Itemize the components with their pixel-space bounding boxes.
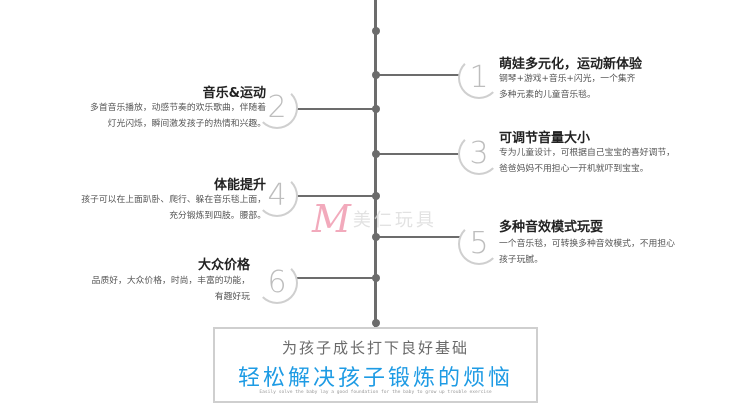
brand-watermark: M 美仁玩具: [312, 200, 437, 238]
feature-desc-4-line-1: 孩子可以在上面趴卧、爬行、躲在音乐毯上面，: [81, 195, 266, 205]
feature-number-6: 6: [256, 262, 298, 304]
feature-title-6: 大众价格: [197, 258, 250, 273]
feature-number-3: 3: [458, 133, 500, 175]
feature-title-5: 多种音效模式玩耍: [499, 220, 604, 235]
feature-number-1: 1: [458, 57, 500, 99]
timeline-dot: [371, 105, 380, 113]
timeline-dot: [371, 27, 380, 35]
connector: [282, 277, 374, 279]
slogan-line-1: 为孩子成长打下良好基础: [281, 339, 469, 357]
slogan-headline: 轻松解决孩子锻炼的烦恼: [237, 366, 513, 391]
connector: [282, 195, 374, 197]
feature-title-1: 萌娃多元化，运动新体验: [499, 57, 643, 72]
connector: [282, 108, 374, 110]
feature-desc-5-line-2: 孩子玩腻。: [499, 255, 543, 265]
connector: [376, 74, 472, 76]
feature-title-2: 音乐&运动: [202, 86, 266, 101]
feature-desc-4-line-2: 充分锻炼到四肢。腰部。: [169, 211, 266, 221]
feature-desc-6-line-1: 品质好，大众价格，时尚，丰富的功能，: [91, 276, 250, 286]
feature-desc-2-line-1: 多首音乐播放，动感节奏的欢乐歌曲，伴随着: [90, 103, 266, 113]
slogan-box: 为孩子成长打下良好基础 轻松解决孩子锻炼的烦恼 Easily solve the…: [213, 327, 538, 403]
feature-desc-3-line-1: 专为儿童设计，可根据自己宝宝的喜好调节，: [499, 148, 675, 158]
feature-desc-5-line-1: 一个音乐毯，可转换多种音效模式，不用担心: [499, 239, 675, 249]
feature-number-2: 2: [256, 87, 298, 129]
feature-number-5: 5: [458, 223, 500, 265]
feature-desc-6-line-2: 有趣好玩: [214, 292, 250, 302]
feature-title-3: 可调节音量大小: [499, 131, 591, 146]
feature-desc-3-line-2: 爸爸妈妈不用担心一开机就吓到宝宝。: [499, 164, 649, 174]
feature-desc-2-line-2: 灯光闪烁，瞬间激发孩子的热情和兴趣。: [107, 119, 266, 129]
timeline-dot: [371, 274, 380, 282]
timeline-dot: [371, 71, 380, 79]
brand-watermark-text: 美仁玩具: [352, 210, 437, 231]
timeline-dot: [371, 192, 380, 200]
timeline-dot: [371, 150, 380, 158]
slogan-english: Easily solve the baby lay a good foundat…: [259, 390, 492, 395]
connector: [376, 153, 472, 155]
feature-desc-1-line-2: 多种元素的儿童音乐毯。: [499, 90, 596, 100]
brand-logo-letter: M: [312, 197, 351, 241]
connector: [376, 236, 472, 238]
feature-number-4: 4: [256, 175, 298, 217]
timeline-line: [374, 0, 377, 330]
timeline-dot: [371, 319, 380, 327]
timeline-dot: [371, 233, 380, 241]
feature-desc-1-line-1: 钢琴+游戏+音乐+闪光，一个集齐: [499, 74, 636, 84]
feature-title-4: 体能提升: [213, 178, 266, 193]
